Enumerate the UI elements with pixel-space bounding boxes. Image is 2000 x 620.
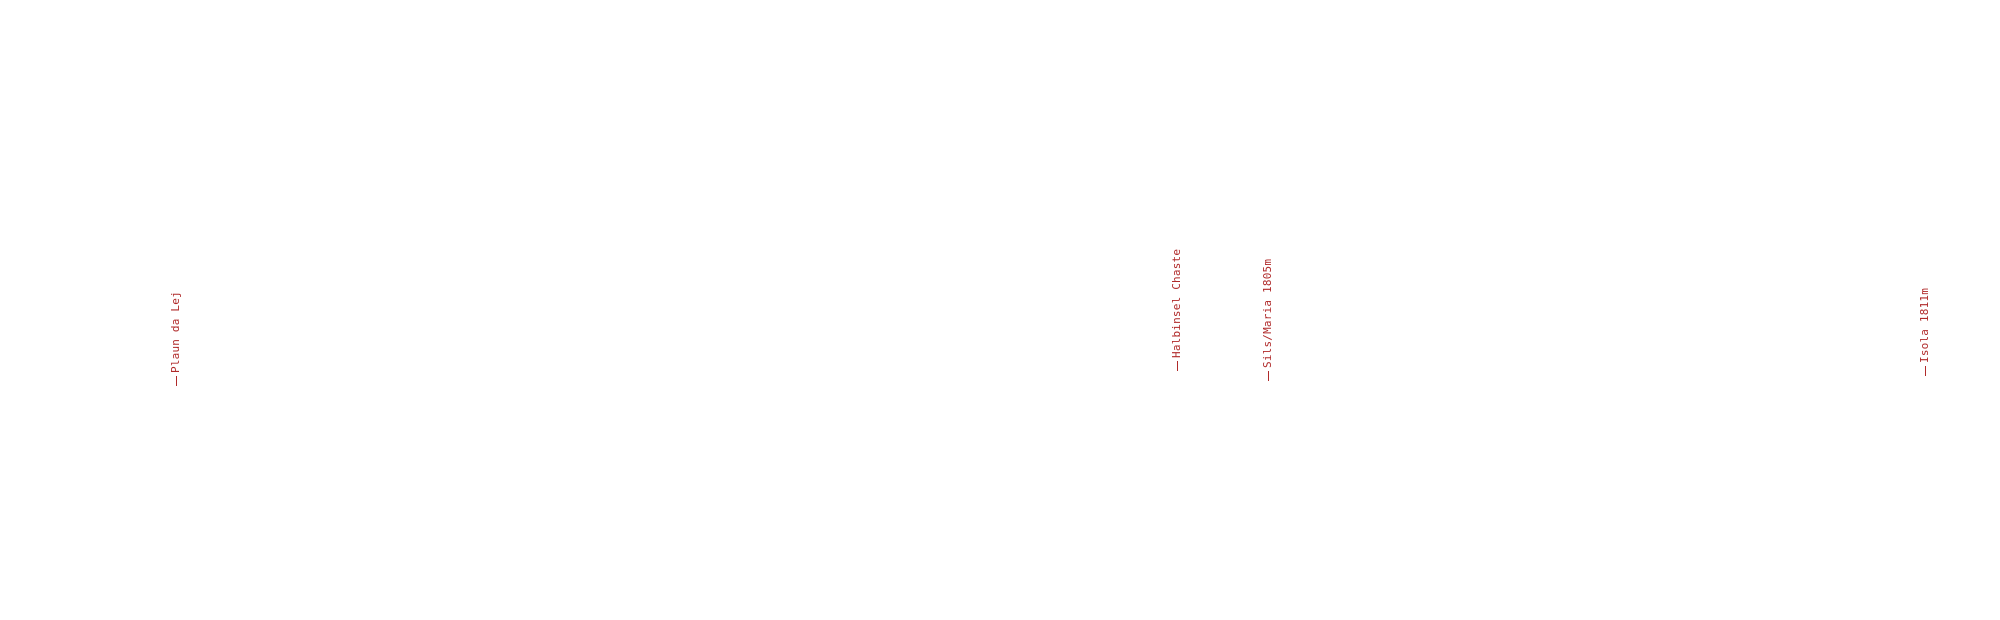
place-label-sils-maria[interactable]: Sils/Maria 1805m xyxy=(1261,258,1274,381)
place-label-text: Plaun da Lej xyxy=(169,291,182,373)
place-marker-tick xyxy=(1267,371,1269,381)
place-marker-tick xyxy=(175,376,177,386)
place-label-halbinsel-chaste[interactable]: Halbinsel Chaste xyxy=(1170,248,1183,371)
place-label-text: Halbinsel Chaste xyxy=(1170,248,1183,358)
place-marker-tick xyxy=(1924,366,1926,376)
place-label-text: Sils/Maria 1805m xyxy=(1261,258,1274,368)
place-marker-tick xyxy=(1176,361,1178,371)
place-label-isola[interactable]: Isola 1811m xyxy=(1918,287,1931,376)
place-label-plaun-da-lej[interactable]: Plaun da Lej xyxy=(169,291,182,386)
place-label-text: Isola 1811m xyxy=(1918,287,1931,363)
